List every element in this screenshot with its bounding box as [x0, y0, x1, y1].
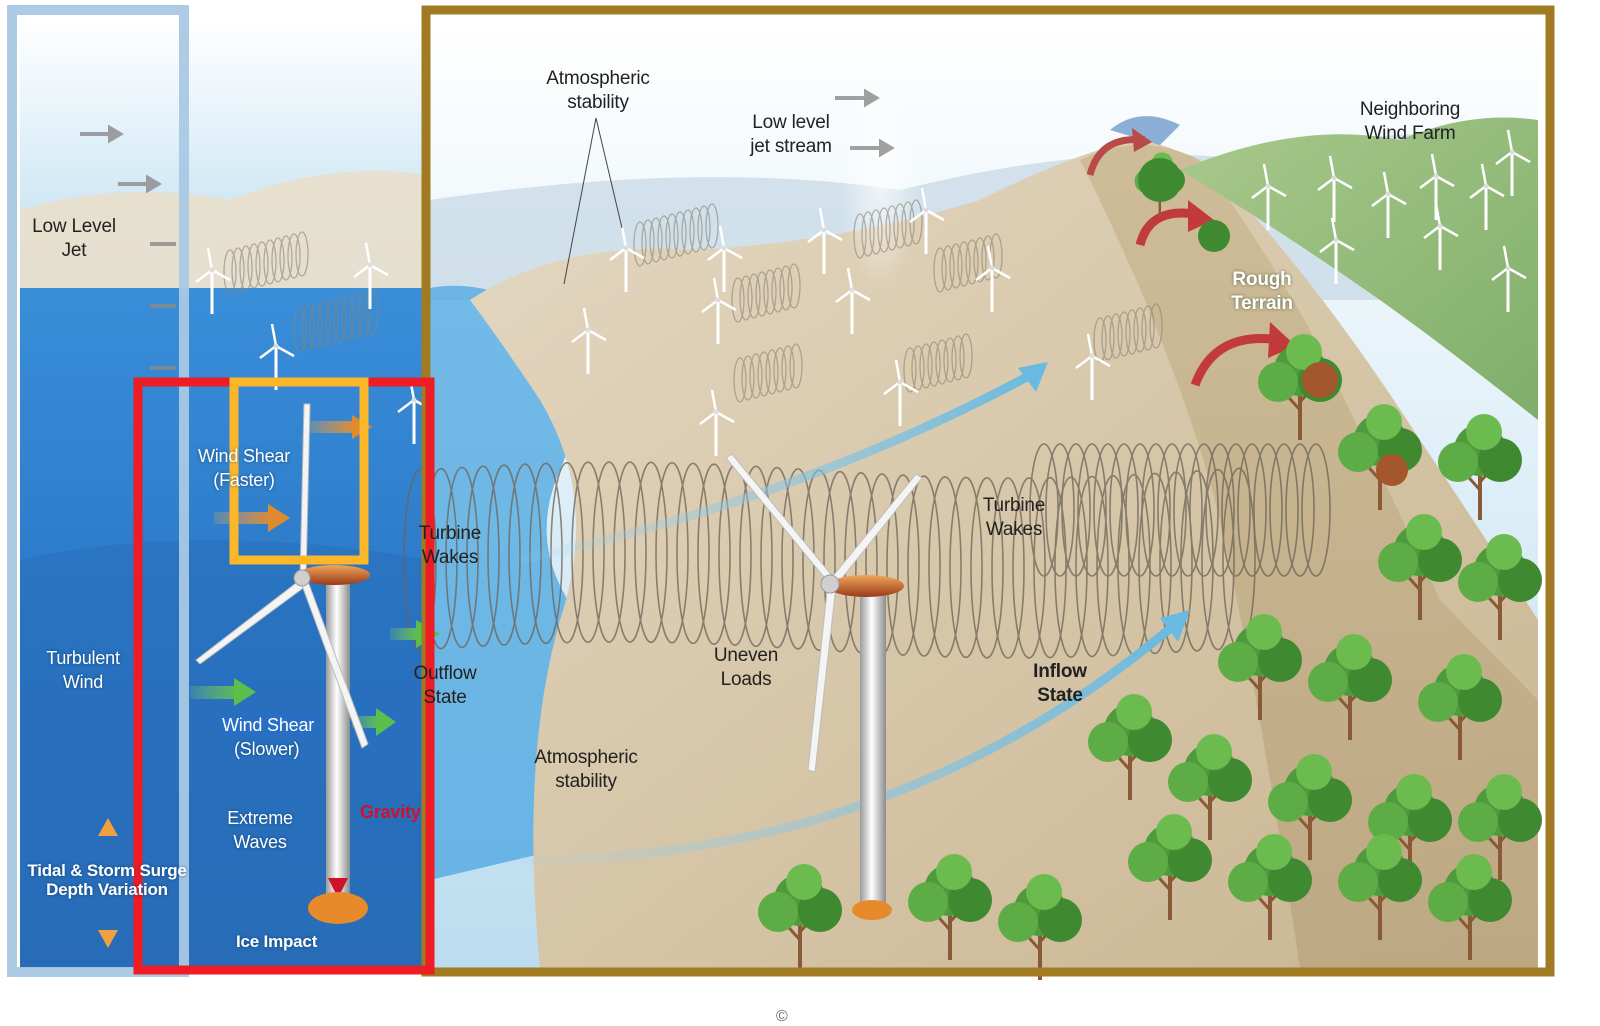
- terrain-flow-arrow-3: [1190, 334, 1281, 387]
- forest: [756, 151, 1544, 982]
- onshore-foundation: [852, 900, 892, 920]
- copyright-mark: ©: [776, 1008, 788, 1025]
- shear-arrow-slower: [234, 678, 256, 706]
- jet-mist: [840, 70, 920, 290]
- label-wind-shear-slower: Wind Shear: [220, 713, 317, 737]
- label-ice-impact: Ice Impact: [236, 932, 318, 951]
- shear-arrow-faster: [268, 504, 290, 532]
- turbine-wake-spirals: [403, 443, 1331, 659]
- outflow-arrow-upper: [519, 366, 1043, 565]
- rotor-frame: [229, 377, 369, 565]
- offshore-foundation: [308, 892, 368, 924]
- label-wind-shear-faster: Wind Shear(Faster): [197, 446, 291, 490]
- onshore-turbine: [725, 453, 923, 920]
- jet-arrows: [80, 88, 895, 370]
- stability-pointer-lines: [563, 117, 623, 285]
- distant-coast: [20, 170, 430, 288]
- atmosphere-column-frame: [7, 5, 189, 977]
- ridge: [1080, 145, 1538, 968]
- label-slower: (Slower): [234, 739, 300, 759]
- offshore-turbine: [195, 403, 370, 924]
- onshore-scene: [430, 20, 1538, 968]
- small-wake-spirals: [223, 199, 1163, 403]
- label-gravity: Gravity: [360, 802, 421, 822]
